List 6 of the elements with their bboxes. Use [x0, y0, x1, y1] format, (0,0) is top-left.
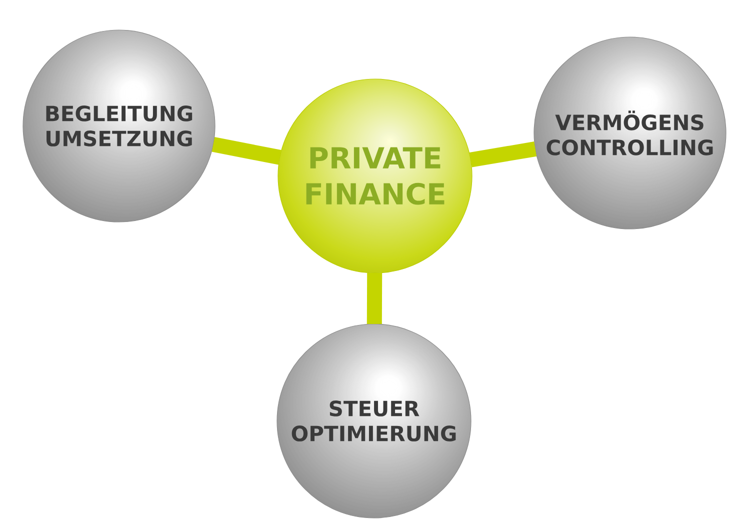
- sphere: STEUER OPTIMIERUNG: [276, 324, 472, 518]
- sphere: BEGLEITUNG UMSETZUNG: [22, 30, 216, 222]
- connector-bar: [212, 137, 282, 165]
- connector-bar: [366, 272, 382, 324]
- sphere: VERMÖGENS CONTROLLING: [534, 36, 726, 230]
- connector-bar: [469, 142, 537, 168]
